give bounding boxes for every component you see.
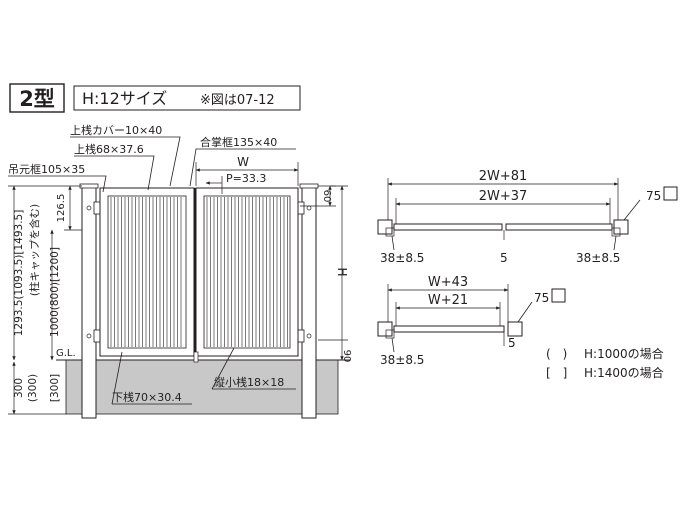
right-door-vertical-bars [206, 197, 288, 347]
dim-126-5-label: 126.5 [56, 194, 67, 223]
legend-bracket-text: H:1400の場合 [584, 365, 664, 380]
center-gap-label: 5 [500, 251, 508, 265]
type-label-box [9, 83, 65, 113]
embed-depth-bracket-label: [300] [49, 374, 61, 402]
embed-depth-label: 300 [13, 378, 25, 398]
right-offset-label: 38±8.5 [576, 251, 620, 265]
size-label: H:12サイズ [82, 89, 167, 108]
offset-label: 38±8.5 [380, 353, 424, 367]
ground-line-label: G.L. [56, 348, 76, 359]
figure-note: ※図は07-12 [200, 93, 275, 108]
hinge-plan [385, 329, 395, 339]
overall-dim-label: W+43 [428, 275, 468, 290]
hinge-right-top [297, 201, 305, 215]
right-post-plan [507, 321, 523, 337]
left-door-vertical-bars [110, 197, 182, 347]
height-dim-label: H [335, 267, 349, 276]
total-height-label: 1293.5(1093.5)[1493.5] [13, 210, 25, 337]
plan-view-single: W+43 W+21 38±8.5 5 75 [377, 275, 566, 367]
hinge-post-label: 吊元框105×35 [8, 163, 85, 176]
leader-line [70, 136, 181, 187]
pitch-dim-label: P=33.3 [226, 172, 266, 185]
front-view: G.L. W P=33.3 上桟カバー10×40 [8, 123, 352, 419]
width-dim-label: W [237, 155, 249, 169]
drop-rod [193, 351, 199, 363]
legend-paren-symbol: ( ) [546, 347, 567, 361]
dim-60-label: 60 [321, 190, 332, 203]
hinge-bolt [86, 205, 92, 211]
overall-dim-label: 2W+81 [479, 169, 528, 184]
plan-view-double: 2W+81 2W+37 38±8.5 5 38±8.5 75 [377, 169, 678, 265]
left-offset-label: 38±8.5 [380, 251, 424, 265]
vertical-bar-label: 縦小桟18×18 [214, 375, 284, 389]
legend: ( ) H:1000の場合 [ ] H:1400の場合 [546, 346, 664, 380]
leader-line [74, 155, 155, 191]
left-leaf-plan [393, 223, 503, 231]
right-post-plan [613, 219, 629, 235]
hinge-left-top [93, 201, 101, 215]
post-size-label: 75 [646, 189, 661, 203]
hinge-left-bottom [93, 329, 101, 343]
left-door-inner [107, 195, 187, 349]
gap-label: 5 [508, 336, 516, 350]
type-label: 2型 [19, 87, 55, 111]
leader-line [613, 235, 617, 251]
top-rail-cover-label: 上桟カバー10×40 [70, 123, 162, 137]
inner-dim-label: W+21 [428, 293, 468, 308]
hinge-right-bottom [297, 329, 305, 343]
leader-line [8, 175, 107, 193]
post-size-label: 75 [534, 291, 549, 305]
legend-bracket-symbol: [ ] [546, 366, 567, 380]
leader-line [517, 301, 533, 323]
leader-line [391, 235, 395, 251]
post-height-label: 1000(800)[1200] [49, 247, 61, 337]
left-post [81, 185, 97, 419]
including-cap-label: (柱キャップを含む) [28, 204, 41, 296]
right-post-cap [299, 183, 319, 189]
right-door-inner [203, 195, 291, 349]
hinge-bolt [306, 333, 312, 339]
top-rail-label: 上桟68×37.6 [74, 142, 144, 156]
meeting-stile-label: 合掌框135×40 [200, 135, 277, 149]
leader-line [111, 351, 123, 405]
leader-line [391, 337, 395, 353]
hinge-bolt [86, 333, 92, 339]
right-leaf-plan [505, 223, 613, 231]
left-post-plan [377, 219, 393, 235]
dim-90-label: 90 [341, 350, 352, 363]
left-post-plan [377, 321, 393, 337]
header: 2型 H:12サイズ ※図は07-12 [9, 83, 301, 113]
embed-depth-paren-label: (300) [27, 374, 39, 402]
leaf-plan [393, 325, 505, 333]
ground-foundation [65, 359, 339, 415]
right-post [301, 185, 317, 419]
bottom-rail-label: 下桟70×30.4 [112, 390, 182, 404]
hinge-plan [385, 227, 395, 237]
square-symbol [663, 186, 678, 201]
inner-dim-label: 2W+37 [479, 189, 528, 204]
square-symbol [551, 288, 566, 303]
legend-paren-text: H:1000の場合 [584, 346, 664, 361]
left-post-cap [79, 183, 99, 189]
size-label-box [73, 85, 301, 111]
leader-line [189, 148, 296, 187]
leader-line [623, 199, 641, 221]
leader-line [211, 347, 235, 390]
